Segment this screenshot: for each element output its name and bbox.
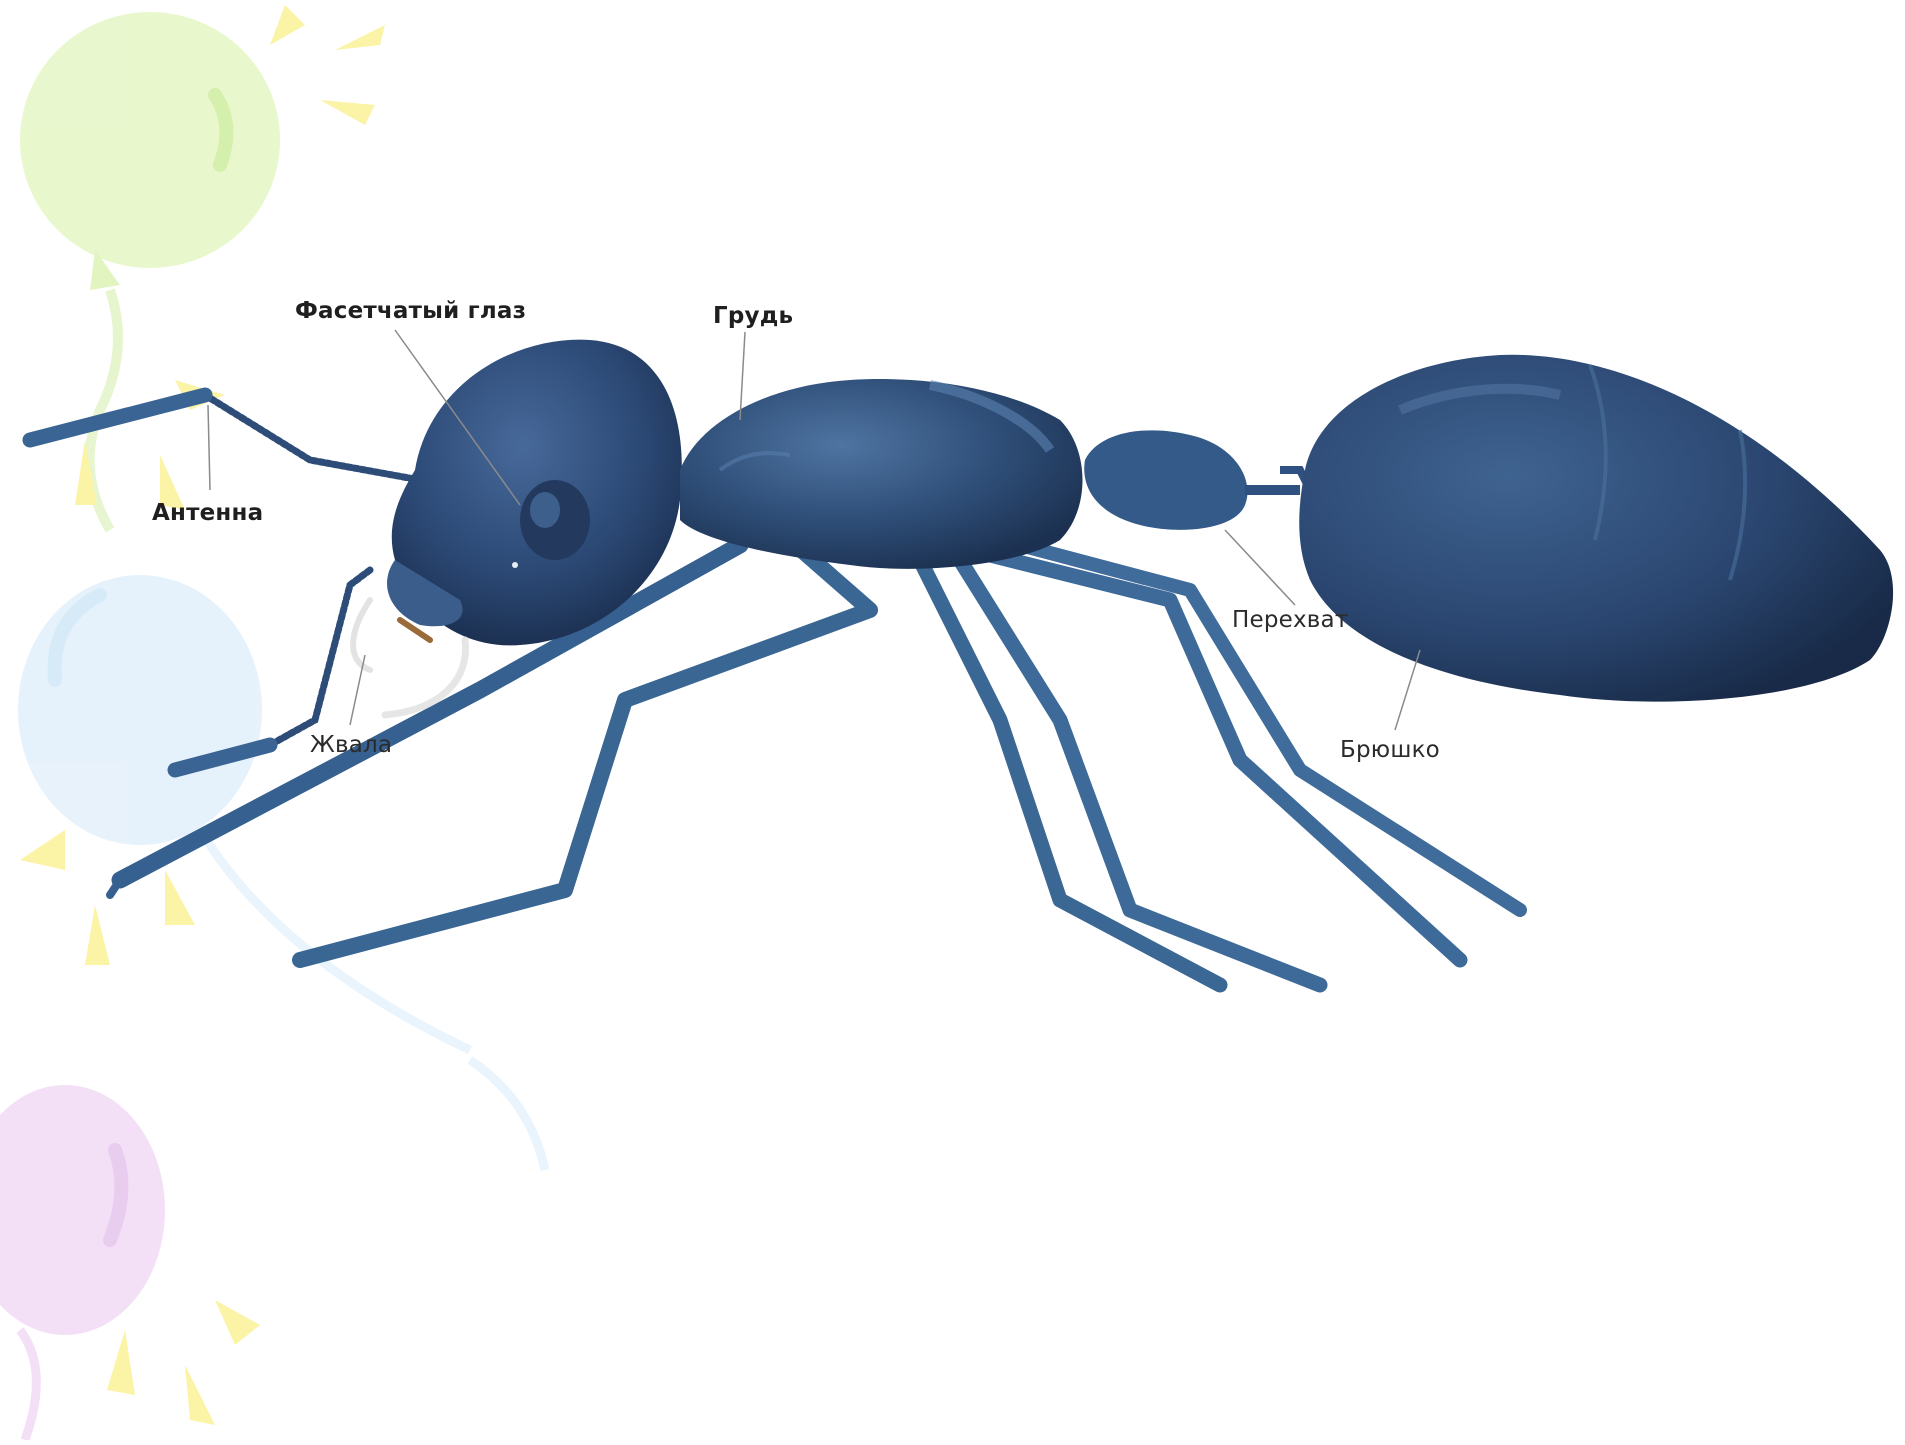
label-petiole: Перехват (1232, 607, 1348, 633)
leader-antenna (208, 405, 210, 490)
label-antenna: Антенна (152, 500, 263, 526)
leader-petiole (1225, 530, 1295, 605)
leader-mandibles (350, 655, 365, 725)
balloon-decoration-green (20, 12, 280, 530)
label-abdomen: Брюшко (1340, 737, 1440, 763)
label-mandibles: Жвала (310, 732, 392, 758)
balloon-decoration-purple (0, 1085, 165, 1440)
leader-thorax (740, 332, 745, 420)
ant-petiole (1084, 430, 1310, 530)
sparkle-decoration-bottom (107, 1300, 260, 1425)
label-compound-eye: Фасетчатый глаз (295, 298, 526, 324)
ant-abdomen (1299, 355, 1893, 702)
label-thorax: Грудь (713, 303, 793, 329)
leader-abdomen (1395, 650, 1420, 730)
